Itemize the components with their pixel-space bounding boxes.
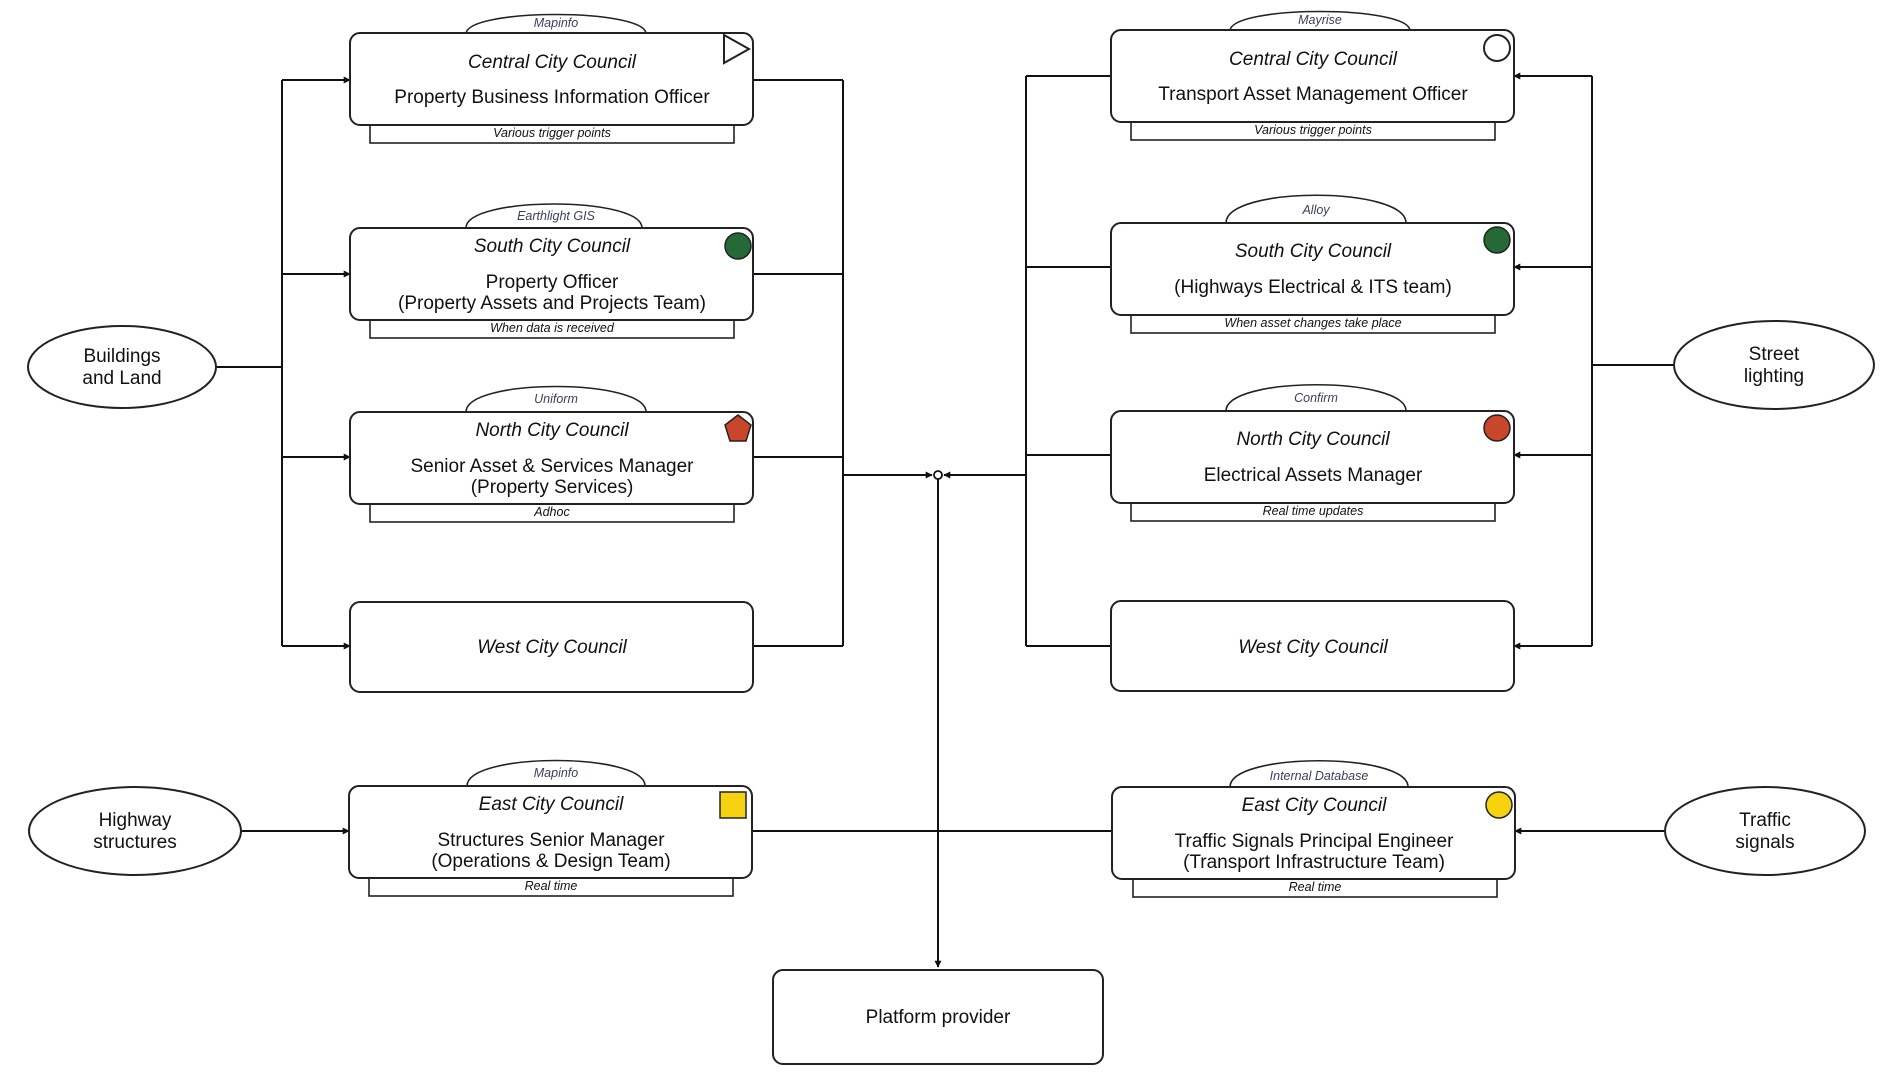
frequency-label: Real time [525,879,578,893]
frequency-label: Various trigger points [493,126,611,140]
red-circle-icon [1483,414,1511,442]
platform-label: Platform provider [866,1007,1011,1028]
source-buildings[interactable]: Buildings and Land [27,325,217,409]
source-traffic-signals[interactable]: Traffic signals [1664,786,1866,876]
source-label-line2: lighting [1744,366,1804,387]
connectors [216,72,1674,968]
system-label: Mapinfo [534,16,579,30]
council-name: South City Council [474,236,631,257]
system-tab [1225,383,1407,412]
council-name: West City Council [1238,637,1388,658]
system-tab [1225,194,1407,224]
triangle-outline-icon [723,33,752,65]
council-box [348,785,753,879]
council-box [349,411,754,505]
system-label: Earthlight GIS [517,209,595,223]
circle-outline-icon [1483,34,1511,62]
role-line1: Transport Asset Management Officer [1158,84,1468,105]
box-west-lighting[interactable]: West City Council [1110,600,1515,692]
yellow-square-icon [719,791,747,819]
source-highway[interactable]: Highway structures [28,786,242,876]
box-north-lighting[interactable]: Confirm Real time updates North City Cou… [1110,383,1515,522]
system-tab [465,203,643,229]
system-label: Uniform [534,392,578,406]
system-label: Confirm [1294,391,1338,405]
council-name: North City Council [1236,429,1390,450]
box-south-lighting[interactable]: Alloy When asset changes take place Sout… [1110,194,1515,334]
council-box [349,32,754,126]
council-name: Central City Council [468,52,637,73]
frequency-label: Various trigger points [1254,123,1372,137]
box-central-lighting[interactable]: Mayrise Various trigger points Central C… [1110,10,1515,141]
council-box [1110,600,1515,692]
council-box [349,601,754,693]
source-label-line1: Street [1749,344,1800,365]
red-pentagon-icon [724,414,752,442]
council-name: Central City Council [1229,49,1398,70]
platform-box [772,969,1104,1065]
council-name: East City Council [479,794,624,815]
box-central-property[interactable]: Mapinfo Various trigger points Central C… [349,13,754,144]
council-box [1111,786,1516,880]
role-line1: (Highways Electrical & ITS team) [1174,277,1452,298]
green-circle-icon [724,232,752,260]
council-box [349,227,754,321]
source-label-line2: and Land [82,368,161,389]
system-tab [1229,10,1411,32]
system-tab [466,759,646,787]
platform-provider-box[interactable]: Platform provider [772,969,1104,1065]
source-label-line1: Highway [99,810,172,831]
frequency-label: When asset changes take place [1224,316,1401,330]
box-west-property[interactable]: West City Council [349,601,754,693]
highway-ellipse [28,786,242,876]
box-east-structures[interactable]: Mapinfo Real time East City Council Stru… [348,759,753,897]
role-line1: Traffic Signals Principal Engineer [1175,831,1454,852]
frequency-label: Real time updates [1263,504,1364,518]
council-box [1110,29,1515,123]
role-line1: Senior Asset & Services Manager [410,456,694,477]
council-box [1110,410,1515,504]
box-south-property[interactable]: Earthlight GIS When data is received Sou… [349,203,754,339]
system-label: Mapinfo [534,766,579,780]
box-north-property[interactable]: Uniform Adhoc North City Council Senior … [349,385,754,523]
source-label-line2: signals [1735,832,1794,853]
council-name: South City Council [1235,241,1392,262]
council-name: North City Council [475,420,629,441]
green-circle-icon [1483,226,1511,254]
role-line2: (Property Services) [471,477,634,498]
source-street-lighting[interactable]: Street lighting [1673,320,1875,410]
role-line1: Structures Senior Manager [437,830,665,851]
system-label: Mayrise [1298,13,1342,27]
system-label: Alloy [1301,203,1330,217]
role-line2: (Transport Infrastructure Team) [1183,852,1445,873]
council-name: West City Council [477,637,627,658]
yellow-circle-icon [1485,791,1513,819]
system-tab [465,385,647,413]
source-label-line1: Buildings [83,346,160,367]
source-label-line2: structures [93,832,176,853]
council-box [1110,222,1515,316]
role-line2: (Property Assets and Projects Team) [398,293,706,314]
frequency-label: When data is received [490,321,615,335]
source-label-line1: Traffic [1739,810,1791,831]
role-line2: (Operations & Design Team) [431,851,670,872]
system-tab [465,13,647,35]
role-line1: Property Officer [486,272,619,293]
box-east-signals[interactable]: Internal Database Real time East City Co… [1111,759,1516,898]
role-line1: Property Business Information Officer [394,87,710,108]
street-ellipse [1673,320,1875,410]
frequency-label: Real time [1289,880,1342,894]
traffic-ellipse [1664,786,1866,876]
hub-node [933,470,943,480]
system-label: Internal Database [1270,769,1369,783]
council-name: East City Council [1242,795,1387,816]
role-line1: Electrical Assets Manager [1204,465,1423,486]
buildings-ellipse [27,325,217,409]
frequency-label: Adhoc [533,505,570,519]
system-tab [1229,759,1409,788]
